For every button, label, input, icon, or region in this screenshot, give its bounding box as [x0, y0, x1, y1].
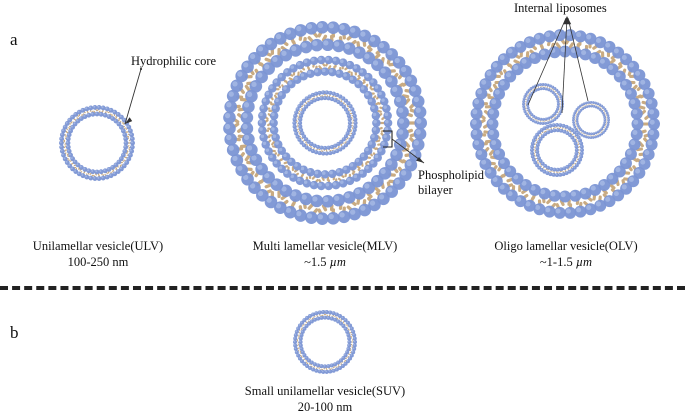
liposome-olv	[470, 29, 660, 219]
internal-liposome-leader-3	[568, 18, 588, 101]
liposome-suv	[293, 310, 357, 374]
bilayer-shell-outer	[293, 310, 357, 374]
caption-olv-size: ~1-1.5 µm	[468, 254, 664, 270]
annotation-phospholipid-bilayer: Phospholipid bilayer	[418, 168, 484, 198]
hydrophilic-core-arrowhead	[125, 117, 132, 124]
caption-mlv-size: ~1.5 µm	[227, 254, 423, 270]
liposome-mlv	[223, 21, 427, 225]
caption-olv: Oligo lamellar vesicle(OLV) ~1-1.5 µm	[468, 238, 664, 270]
caption-mlv-name: Multi lamellar vesicle(MLV)	[253, 239, 398, 253]
annotation-internal-liposomes: Internal liposomes	[514, 1, 607, 16]
internal-liposome-3	[530, 123, 584, 177]
caption-ulv-name: Unilamellar vesicle(ULV)	[33, 239, 163, 253]
bilayer-shell-2	[258, 56, 393, 190]
caption-suv: Small unilamellar vesicle(SUV) 20-100 nm	[227, 383, 423, 415]
caption-olv-size-value: ~1-1.5	[540, 255, 573, 269]
bilayer-leader	[392, 139, 424, 163]
panel-label-b: b	[10, 323, 19, 343]
hydrophilic-core-leader	[125, 69, 141, 124]
caption-mlv-size-unit: µm	[330, 255, 346, 269]
annotation-phospholipid-bilayer-line2: bilayer	[418, 183, 453, 197]
internal-liposome-leader-1	[528, 18, 566, 105]
panel-label-a: a	[10, 30, 18, 50]
bilayer-shell-3	[292, 90, 357, 155]
caption-ulv-size: 100-250 nm	[0, 254, 196, 270]
caption-olv-size-unit: µm	[576, 255, 592, 269]
internal-liposome-1	[522, 83, 564, 125]
caption-mlv-size-value: ~1.5	[304, 255, 326, 269]
internal-liposome-2	[572, 101, 610, 139]
bilayer-shell-outer	[59, 105, 135, 181]
bilayer-shell-1	[223, 21, 427, 225]
bilayer-shell-outer	[470, 29, 660, 219]
bilayer-bracket	[383, 131, 392, 147]
annotation-hydrophilic-core: Hydrophilic core	[131, 54, 216, 69]
caption-mlv: Multi lamellar vesicle(MLV) ~1.5 µm	[227, 238, 423, 270]
liposome-ulv	[59, 105, 135, 181]
caption-ulv: Unilamellar vesicle(ULV) 100-250 nm	[0, 238, 196, 270]
caption-suv-name: Small unilamellar vesicle(SUV)	[245, 384, 405, 398]
caption-olv-name: Oligo lamellar vesicle(OLV)	[494, 239, 637, 253]
annotation-phospholipid-bilayer-line1: Phospholipid	[418, 168, 484, 182]
bilayer-arrowhead	[416, 157, 424, 163]
panel-divider	[0, 286, 685, 290]
internal-liposomes-arrowhead	[563, 16, 571, 24]
internal-liposome-leader-2	[562, 18, 567, 113]
